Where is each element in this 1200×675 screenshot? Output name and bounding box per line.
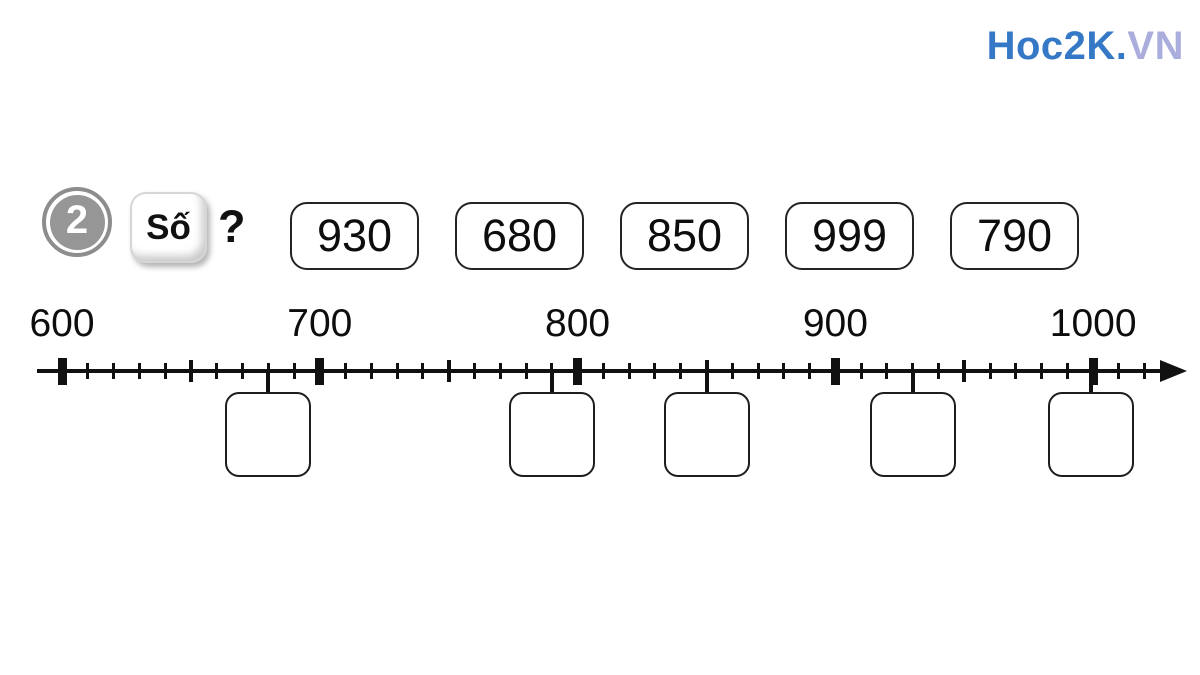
tick-770	[498, 363, 502, 379]
exercise-number: 2	[49, 194, 105, 250]
tick-640	[163, 363, 167, 379]
keyword-label: Số	[146, 207, 191, 247]
tick-720	[369, 363, 373, 379]
number-cards: 930 680 850 999 790	[290, 202, 1079, 270]
tick-650	[188, 360, 193, 382]
tick-860	[730, 363, 734, 379]
tick-700	[315, 358, 325, 385]
number-card-680[interactable]: 680	[455, 202, 584, 270]
tick-890	[808, 363, 812, 379]
tick-810	[601, 363, 605, 379]
tick-900	[830, 358, 840, 385]
connector-999	[1088, 371, 1093, 393]
tick-620	[112, 363, 116, 379]
tick-630	[137, 363, 141, 379]
tick-600	[57, 358, 67, 385]
connector-790	[549, 371, 554, 393]
connector-930	[910, 371, 915, 393]
answer-box-790[interactable]	[508, 392, 595, 477]
number-card-790[interactable]: 790	[950, 202, 1079, 270]
exercise-number-badge: 2	[42, 187, 112, 257]
tick-970	[1014, 363, 1018, 379]
tick-label-700: 700	[287, 302, 353, 345]
number-card-850[interactable]: 850	[620, 202, 749, 270]
tick-830	[653, 363, 657, 379]
tick-960	[988, 363, 992, 379]
tick-610	[86, 363, 90, 379]
connector-680	[266, 371, 271, 393]
tick-740	[421, 363, 425, 379]
tick-690	[292, 363, 296, 379]
tick-label-600: 600	[29, 302, 95, 345]
site-logo-secondary: VN	[1127, 24, 1184, 68]
tick-950	[962, 360, 967, 382]
site-logo: Hoc2K.VN	[987, 24, 1184, 69]
tick-940	[937, 363, 941, 379]
tick-800	[573, 358, 583, 385]
tick-820	[627, 363, 631, 379]
tick-660	[215, 363, 219, 379]
connector-850	[704, 371, 709, 393]
tick-label-800: 800	[545, 302, 611, 345]
number-card-930[interactable]: 930	[290, 202, 419, 270]
keyword-key: Số	[130, 192, 207, 263]
number-card-999[interactable]: 999	[785, 202, 914, 270]
answer-box-999[interactable]	[1047, 392, 1134, 477]
answer-box-930[interactable]	[869, 392, 956, 477]
tick-750	[446, 360, 451, 382]
tick-1020	[1143, 363, 1147, 379]
tick-980	[1040, 363, 1044, 379]
tick-780	[524, 363, 528, 379]
tick-870	[756, 363, 760, 379]
tick-label-900: 900	[802, 302, 868, 345]
answer-box-680[interactable]	[225, 392, 312, 477]
tick-710	[344, 363, 348, 379]
answer-box-850[interactable]	[663, 392, 750, 477]
site-logo-primary: Hoc2K.	[986, 24, 1128, 68]
tick-730	[395, 363, 399, 379]
tick-1000	[1088, 358, 1098, 385]
tick-910	[859, 363, 863, 379]
arrow-right-icon	[1160, 360, 1187, 382]
tick-920	[885, 363, 889, 379]
tick-760	[472, 363, 476, 379]
tick-670	[240, 363, 244, 379]
tick-label-1000: 1000	[1049, 302, 1137, 345]
tick-1010	[1117, 363, 1121, 379]
question-mark: ?	[218, 201, 246, 252]
tick-990	[1065, 363, 1069, 379]
tick-840	[679, 363, 683, 379]
tick-880	[782, 363, 786, 379]
